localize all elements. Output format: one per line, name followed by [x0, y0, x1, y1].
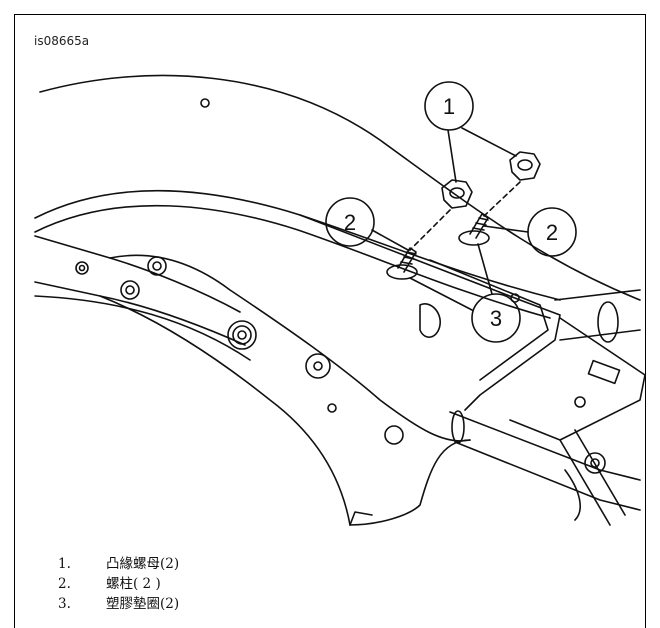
rail-hole-1-in — [78, 264, 86, 272]
parts-legend: 1. 凸緣螺母(2) 2. 螺柱( 2 ) 3. 塑膠墊圈(2) — [58, 554, 179, 614]
grommet-in — [237, 330, 247, 340]
callout-label-2b: 2 — [546, 220, 558, 245]
leader-2a — [371, 229, 409, 251]
grommet-outer — [227, 320, 257, 350]
rail-hole-2 — [120, 280, 140, 300]
frame-tube-end — [597, 301, 619, 343]
alignment-line-right — [483, 181, 521, 217]
stud-right — [458, 213, 490, 246]
side-panel-tab — [349, 511, 373, 526]
leader-3b — [477, 243, 493, 295]
legend-item: 3. 塑膠墊圈(2) — [58, 594, 179, 614]
frame-tube-upper — [554, 289, 641, 301]
legend-number: 2. — [58, 576, 71, 592]
callout-label-1: 1 — [443, 94, 455, 119]
callout-circle-1 — [424, 81, 474, 131]
frame-tube-lower-end — [451, 410, 465, 444]
lower-bracket — [564, 469, 581, 521]
rail-hole-2-in — [125, 285, 135, 295]
cross-plate — [509, 317, 646, 441]
leader-1a — [447, 129, 457, 183]
leader-2b — [483, 225, 529, 233]
alignment-line-left — [409, 209, 451, 251]
stud-left — [386, 247, 418, 280]
panel-hole-2-in — [313, 361, 323, 371]
left-rail-lower — [34, 295, 251, 361]
panel-hole-1 — [147, 256, 167, 276]
bracket-plate — [299, 214, 561, 411]
side-panel-lower — [99, 295, 351, 526]
figure-id-label: is08665a — [34, 34, 90, 48]
callout-label-2a: 2 — [344, 210, 356, 235]
bracket-plate-inner — [429, 259, 549, 381]
grommet-mid — [232, 325, 252, 345]
panel-hole-1-in — [152, 261, 162, 271]
cross-plate-slot — [587, 359, 621, 385]
legend-number: 1. — [58, 556, 71, 572]
panel-hole-3 — [327, 403, 337, 413]
fender-hole — [200, 98, 210, 108]
legend-text: 凸緣螺母(2) — [106, 556, 180, 572]
legend-item: 1. 凸緣螺母(2) — [58, 554, 179, 574]
fender-top-surface — [34, 190, 561, 301]
legend-text: 螺柱( 2 ) — [106, 576, 161, 592]
rail-hole-1 — [75, 261, 89, 275]
bracket-hole — [510, 293, 520, 303]
oval-slot — [419, 303, 441, 338]
callout-circle-2b — [527, 207, 577, 257]
leader-1b — [461, 127, 517, 157]
side-panel-tail — [349, 439, 471, 526]
nut-right — [509, 151, 541, 181]
fender-outer-edge — [39, 74, 641, 301]
legend-number: 3. — [58, 596, 71, 612]
legend-item: 2. 螺柱( 2 ) — [58, 574, 179, 594]
callout-label-3: 3 — [490, 306, 502, 331]
panel-hole-4 — [384, 425, 404, 445]
cross-plate-hole — [574, 396, 586, 408]
tube-bolt — [584, 452, 606, 474]
frame-tube-lower-b — [454, 441, 641, 511]
leader-3a — [409, 277, 473, 311]
left-rail-top — [34, 235, 241, 313]
figure-frame — [14, 14, 646, 628]
tube-bolt-in — [590, 458, 600, 468]
legend-text: 塑膠墊圈(2) — [106, 596, 180, 612]
fender-inner-edge — [34, 204, 551, 319]
panel-hole-2 — [305, 353, 331, 379]
side-panel-outline — [109, 254, 471, 442]
nut-left — [441, 179, 473, 209]
frame-tube-lower — [449, 411, 641, 481]
callout-circle-2a — [325, 197, 375, 247]
callout-circle-3 — [471, 293, 521, 343]
vertical-strut — [559, 439, 611, 526]
